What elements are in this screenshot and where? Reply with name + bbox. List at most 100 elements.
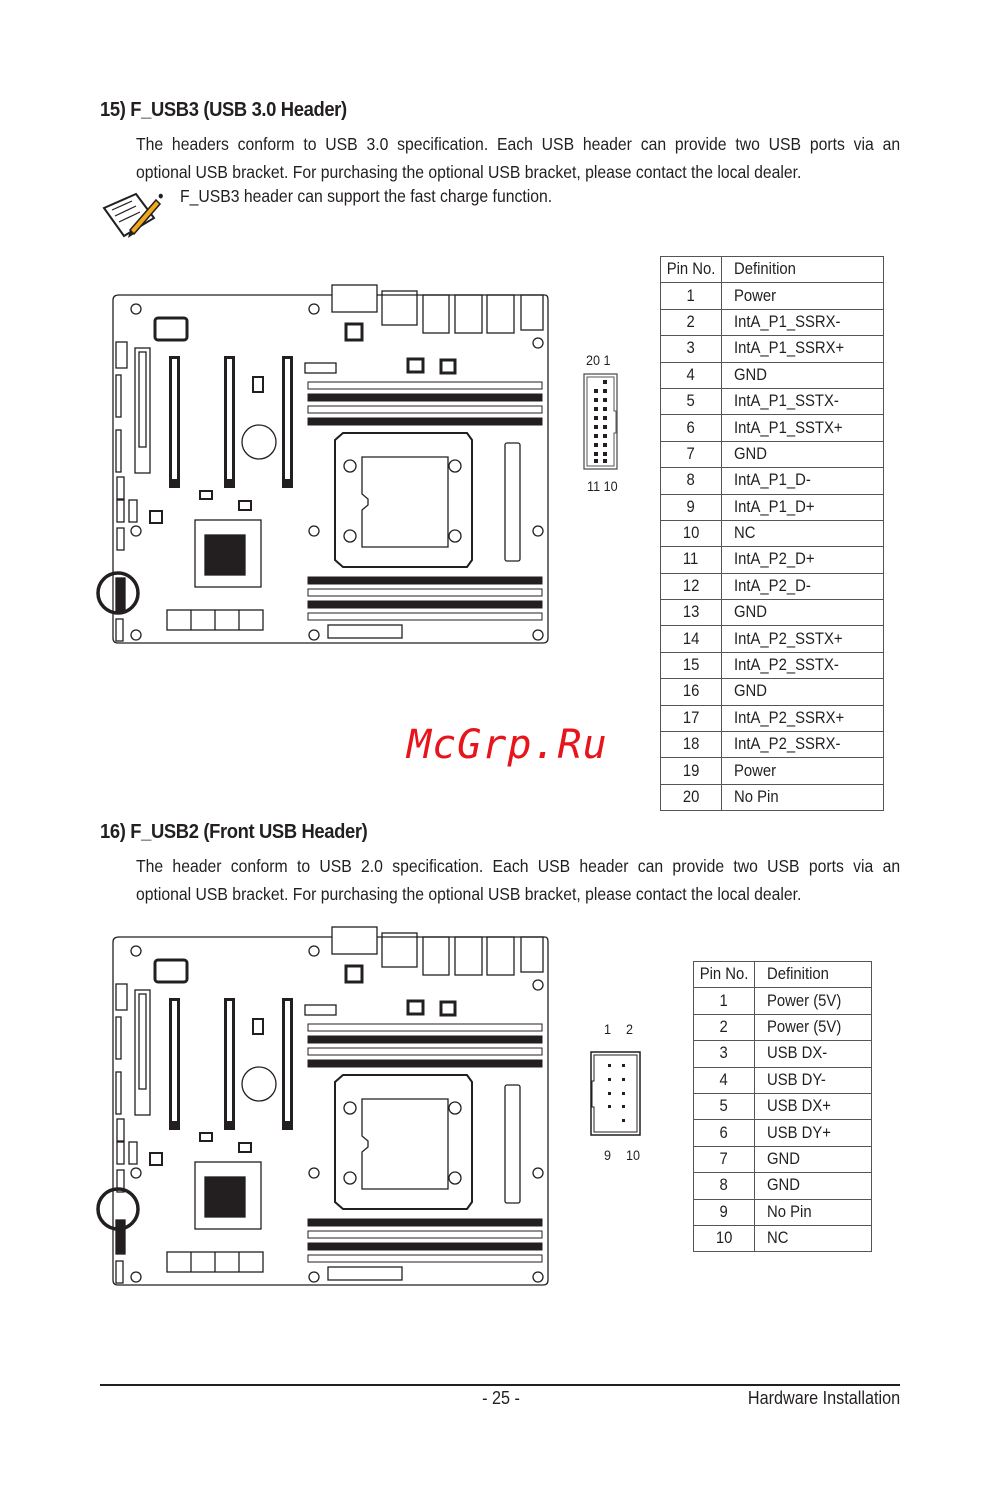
table-row: 13 GND [660, 599, 884, 627]
pin-definition-cell: IntA_P2_SSRX+ [721, 704, 884, 733]
pin-definition: USB DY+ [767, 1123, 831, 1142]
table-row: 2 IntA_P1_SSRX- [660, 308, 884, 337]
pin-number-cell: 2 [693, 1013, 755, 1042]
pin-definition-cell: IntA_P2_SSTX+ [721, 625, 884, 653]
pin-definition: GND [767, 1176, 801, 1195]
pin-number: 3 [686, 339, 696, 358]
table-header-row: Pin No.Definition [693, 960, 872, 989]
table-row: 12 IntA_P2_D- [660, 572, 884, 601]
pin-definition-cell: No Pin [721, 783, 884, 812]
pin-definition: Power [734, 286, 777, 305]
pin-definition-cell: IntA_P1_D+ [721, 493, 884, 521]
pin-number-cell: 3 [693, 1040, 755, 1068]
table-row: 3 USB DX- [693, 1040, 872, 1068]
f-usb3-pin-label-top: 20 1 [586, 352, 611, 368]
pin-definition: Power (5V) [767, 1017, 842, 1036]
pin-definition-cell: GND [721, 361, 884, 389]
pin-definition-cell: NC [754, 1224, 872, 1253]
pin-number: 6 [719, 1123, 729, 1142]
pin-number-cell: 9 [693, 1198, 755, 1226]
pin-number-cell: 11 [660, 546, 722, 574]
pin-definition: USB DY- [767, 1070, 826, 1089]
pin-number: 5 [719, 1097, 729, 1116]
f-usb2-pin-label-1: 1 [604, 1021, 612, 1037]
pin-number: 5 [686, 392, 696, 411]
note-pencil-icon [102, 192, 162, 238]
f-usb2-pin-label-10: 10 [626, 1147, 641, 1163]
table-row: 5 IntA_P1_SSTX- [660, 387, 884, 416]
section-16-paragraph-line-1: The header conform to USB 2.0 specificat… [136, 856, 901, 876]
pin-number: 6 [686, 418, 696, 437]
motherboard-diagram-f-usb2 [96, 925, 550, 1287]
pin-number: 2 [719, 1017, 729, 1036]
table-row: 10 NC [693, 1224, 872, 1253]
pin-number: 8 [686, 471, 696, 490]
footer-page-number: - 25 - [482, 1388, 520, 1408]
table-row: 8 GND [693, 1172, 872, 1200]
f-usb2-pin-label-9: 9 [604, 1147, 612, 1163]
section-16-heading: 16) F_USB2 (Front USB Header) [100, 821, 368, 843]
pin-number: 10 [715, 1229, 733, 1248]
pin-number-cell: 20 [660, 783, 722, 812]
table-row: 9 No Pin [693, 1198, 872, 1226]
pin-definition: IntA_P1_SSRX- [734, 312, 841, 331]
pin-number: 13 [682, 603, 700, 622]
pin-number: 16 [682, 682, 700, 701]
pin-number-cell: 10 [660, 519, 722, 548]
pin-definition: IntA_P1_SSTX- [734, 392, 839, 411]
pin-definition: GND [734, 365, 768, 384]
pin-definition-cell: Power [721, 282, 884, 310]
pin-number: 15 [682, 656, 700, 675]
pin-definition: USB DX- [767, 1044, 828, 1063]
pin-definition: No Pin [734, 788, 779, 806]
pin-definition-cell: IntA_P1_SSTX+ [721, 414, 884, 442]
pin-definition: IntA_P1_D+ [734, 497, 815, 516]
pin-definition-cell: IntA_P1_SSTX- [721, 387, 884, 416]
pin-definition: IntA_P1_D- [734, 471, 811, 490]
pin-definition-cell: Power [721, 757, 884, 785]
pin-number: 4 [719, 1070, 729, 1089]
pin-number: 8 [719, 1176, 729, 1195]
pin-definition: Power (5V) [767, 991, 842, 1010]
pin-number-cell: 8 [660, 467, 722, 495]
pin-definition: IntA_P2_SSTX+ [734, 629, 843, 648]
table-row: 8 IntA_P1_D- [660, 467, 884, 495]
pin-number-cell: 14 [660, 625, 722, 653]
pin-definition-cell: GND [754, 1172, 872, 1200]
pin-definition-cell: IntA_P2_D- [721, 572, 884, 601]
pin-definition-cell: USB DX- [754, 1040, 872, 1068]
pin-number: 2 [686, 312, 696, 331]
pin-number-cell: 19 [660, 757, 722, 785]
pin-definition-cell: IntA_P2_SSTX- [721, 651, 884, 680]
table-row: 15 IntA_P2_SSTX- [660, 651, 884, 680]
pin-definition-cell: Definition [754, 960, 872, 989]
pin-number: 4 [686, 365, 696, 384]
pin-definition-cell: GND [721, 599, 884, 627]
pin-number: 11 [683, 550, 699, 569]
pin-number-cell: Pin No. [660, 255, 722, 284]
pin-definition-cell: Definition [721, 255, 884, 284]
pin-definition: IntA_P2_SSRX- [734, 735, 841, 754]
pin-definition-cell: No Pin [754, 1198, 872, 1226]
f-usb3-location-highlight [96, 571, 140, 615]
pin-number: 12 [682, 576, 700, 595]
pin-definition: GND [734, 603, 768, 622]
pin-number-cell: 6 [693, 1119, 755, 1147]
pin-number-cell: 18 [660, 731, 722, 759]
pin-definition-cell: GND [721, 440, 884, 469]
pin-number: 9 [686, 497, 696, 516]
pin-number: 10 [682, 524, 700, 543]
pin-number: 14 [682, 629, 700, 648]
section-15-note: F_USB3 header can support the fast charg… [180, 186, 553, 206]
pin-number: 7 [719, 1149, 729, 1168]
pin-definition: No Pin [767, 1202, 812, 1221]
pin-number-cell: 15 [660, 651, 722, 680]
pin-number-cell: 4 [693, 1066, 755, 1094]
